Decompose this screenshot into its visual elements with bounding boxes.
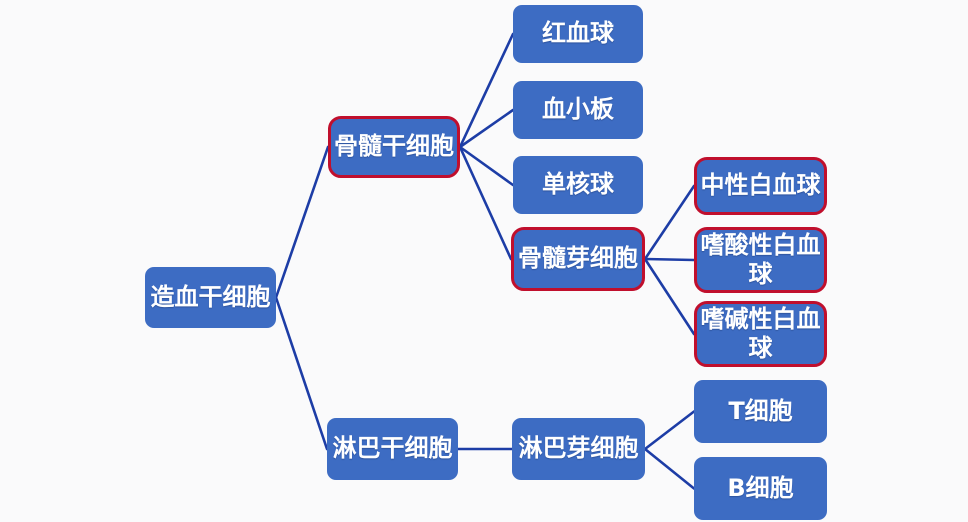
node-label: 淋巴芽细胞 bbox=[518, 434, 639, 463]
connector-line bbox=[643, 410, 696, 451]
node-myeloid-stem-cell: 骨髓干细胞 bbox=[328, 116, 460, 178]
connector-line bbox=[458, 32, 515, 149]
node-label: 单核球 bbox=[542, 170, 614, 199]
node-label: 血小板 bbox=[542, 95, 614, 124]
node-label: 嗜碱性白血球 bbox=[700, 304, 821, 362]
node-lymphoblast: 淋巴芽细胞 bbox=[512, 418, 645, 480]
connector-line bbox=[643, 257, 696, 336]
node-lymphoid-stem-cell: 淋巴干细胞 bbox=[327, 418, 458, 480]
connector-line bbox=[458, 145, 515, 187]
node-t-cell: T细胞 bbox=[694, 380, 827, 443]
node-hematopoietic-stem-cell: 造血干细胞 bbox=[145, 267, 276, 328]
connector-line bbox=[458, 145, 513, 261]
node-label: 造血干细胞 bbox=[150, 282, 271, 311]
connector-line bbox=[643, 447, 696, 490]
node-monocyte: 单核球 bbox=[513, 156, 643, 214]
connector-line bbox=[274, 145, 330, 299]
node-myeloblast: 骨髓芽细胞 bbox=[511, 227, 645, 291]
node-neutrophil: 中性白血球 bbox=[694, 157, 827, 215]
node-red-blood-cell: 红血球 bbox=[513, 5, 643, 63]
node-platelet: 血小板 bbox=[513, 81, 643, 139]
node-eosinophil: 嗜酸性白血球 bbox=[694, 227, 827, 293]
connector-line bbox=[643, 257, 696, 262]
node-label: 骨髓干细胞 bbox=[334, 132, 454, 161]
node-label: T细胞 bbox=[728, 396, 793, 425]
node-label: 淋巴干细胞 bbox=[332, 434, 453, 463]
node-label: 嗜酸性白血球 bbox=[700, 230, 821, 288]
connector-line bbox=[458, 108, 515, 149]
node-basophil: 嗜碱性白血球 bbox=[694, 301, 827, 367]
connector-line bbox=[643, 184, 696, 261]
node-label: 中性白血球 bbox=[700, 171, 821, 200]
node-label: B细胞 bbox=[727, 473, 794, 502]
node-label: 骨髓芽细胞 bbox=[518, 244, 638, 273]
connector-line bbox=[274, 296, 329, 451]
node-label: 红血球 bbox=[542, 19, 614, 48]
node-b-cell: B细胞 bbox=[694, 457, 827, 520]
